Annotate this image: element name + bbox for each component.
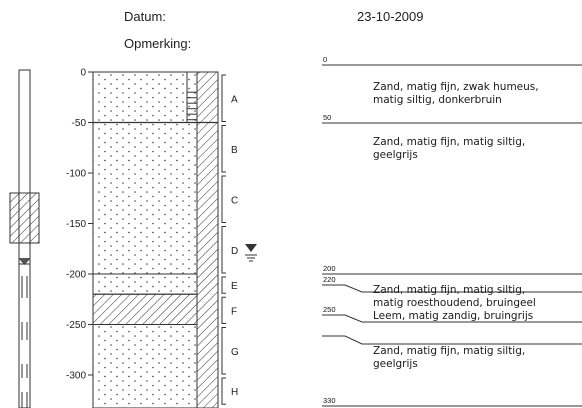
layer-boundaries xyxy=(322,64,582,407)
sample-bracket: D xyxy=(221,226,238,274)
sample-bracket: H xyxy=(221,377,238,405)
sample-letter: G xyxy=(231,347,239,358)
layer-description: Zand, matig fijn, matig siltig, xyxy=(373,345,526,357)
layer-depth-label: 50 xyxy=(323,113,332,122)
sample-letter: F xyxy=(231,306,237,317)
sample-bracket: E xyxy=(221,276,238,294)
layer-description: Zand, matig fijn, matig siltig, xyxy=(373,284,526,296)
sample-bracket: G xyxy=(221,327,239,375)
axis-tick-label: 0 xyxy=(80,68,86,79)
sample-bracket: C xyxy=(221,175,238,223)
layer-depth-label: 250 xyxy=(323,305,336,314)
silt-column xyxy=(196,71,219,408)
layer-depth-label: 220 xyxy=(323,275,336,284)
sand-layer xyxy=(92,324,198,408)
layer-description: geelgrijs xyxy=(373,149,418,161)
axis-tick-label: -200 xyxy=(66,270,86,281)
axis-tick-label: -300 xyxy=(66,371,86,382)
sample-letter: C xyxy=(231,195,238,206)
loam-layer xyxy=(92,293,198,326)
layer-depth-label: 330 xyxy=(323,396,336,405)
sample-intervals: A B C D E F G H xyxy=(221,74,239,405)
well-seal xyxy=(9,192,40,244)
opmerking-label: Opmerking: xyxy=(124,36,192,51)
sand-layer xyxy=(92,273,198,295)
soil-column xyxy=(92,71,219,408)
groundwater-level-icon xyxy=(245,244,257,262)
layer-description: matig roesthoudend, bruingeel xyxy=(373,297,536,309)
sample-letter: A xyxy=(231,94,238,105)
layer-description: geelgrijs xyxy=(373,358,418,370)
layer-depth-label: 0 xyxy=(323,55,328,64)
sample-letter: D xyxy=(231,246,238,257)
layer-description: Zand, matig fijn, matig siltig, xyxy=(373,136,526,148)
sample-letter: B xyxy=(231,145,238,156)
layer-description: matig siltig, donkerbruin xyxy=(373,94,502,106)
layer-depth-label: 200 xyxy=(323,264,336,273)
axis-tick-label: -100 xyxy=(66,169,86,180)
sand-layer xyxy=(92,71,198,275)
axis-tick-label: -150 xyxy=(66,219,86,230)
well-tube xyxy=(9,69,40,408)
sample-bracket: A xyxy=(221,74,238,122)
datum-label: Datum: xyxy=(124,9,166,24)
sample-bracket: F xyxy=(221,296,237,324)
sample-bracket: B xyxy=(221,125,238,173)
sample-letter: E xyxy=(231,281,238,292)
well-water-level-icon xyxy=(18,258,31,265)
layer-description: Zand, matig fijn, zwak humeus, xyxy=(373,81,539,93)
layer-description: Leem, matig zandig, bruingrijs xyxy=(373,310,534,322)
sample-letter: H xyxy=(231,387,238,398)
depth-axis: 0 -50 -100 -150 -200 -250 -300 xyxy=(66,68,94,408)
datum-value: 23-10-2009 xyxy=(357,9,424,24)
axis-tick-label: -50 xyxy=(72,118,87,129)
well-filter xyxy=(21,276,28,408)
axis-tick-label: -250 xyxy=(66,320,86,331)
